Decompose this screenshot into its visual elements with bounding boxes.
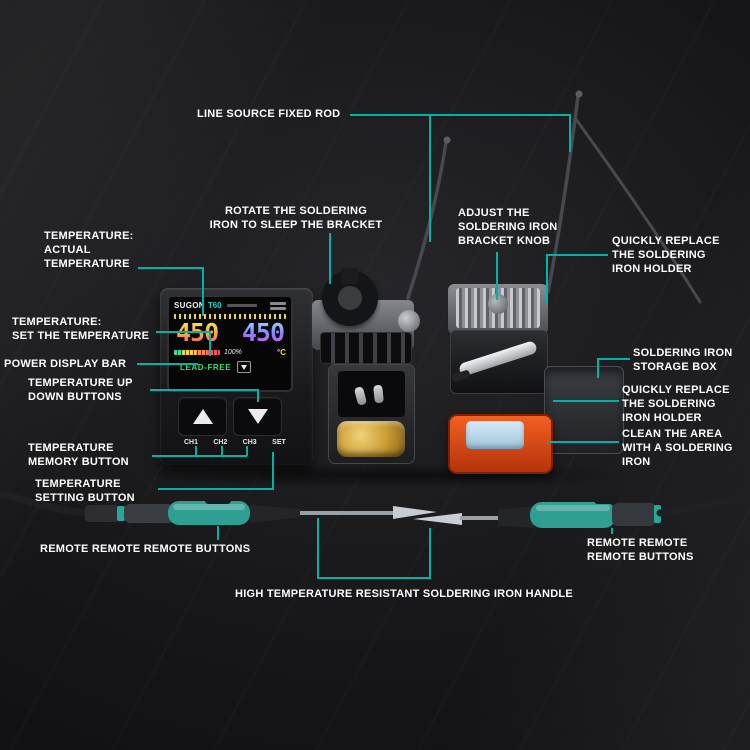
label-temperature-setting: TEMPERATURE SETTING BUTTON bbox=[35, 478, 135, 505]
channel-button-labels: CH1 CH2 CH3 SET bbox=[178, 439, 292, 446]
center-storage-box bbox=[328, 364, 415, 464]
fixed-rod-2-tip bbox=[575, 90, 583, 98]
leader-lines bbox=[137, 114, 630, 579]
soldering-iron-storage-box bbox=[544, 366, 624, 454]
leader-temp-actual bbox=[138, 267, 204, 316]
bracket-knob bbox=[398, 310, 420, 332]
left-iron-grip bbox=[168, 501, 250, 525]
right-iron-rear bbox=[612, 503, 656, 526]
product-shadow bbox=[140, 462, 640, 488]
label-quick-replace-holder-right: QUICKLY REPLACE THE SOLDERING IRON HOLDE… bbox=[622, 384, 730, 425]
right-iron-shaft bbox=[460, 516, 500, 520]
leader-line-source-b bbox=[430, 114, 571, 152]
temperature-buttons bbox=[178, 397, 282, 436]
actual-temperature-right: 450 bbox=[241, 318, 285, 347]
bracket-comb bbox=[320, 332, 412, 364]
leader-iron-handle bbox=[317, 518, 431, 579]
soldering-station-body: SUGON T60 450 450 100% °C LEAD-FREE bbox=[160, 288, 313, 465]
storage-box-opening bbox=[338, 371, 405, 417]
label-temperature-up-down: TEMPERATURE UP DOWN BUTTONS bbox=[28, 377, 133, 404]
label-remote-buttons-right: REMOTE REMOTE REMOTE BUTTONS bbox=[587, 537, 694, 564]
label-temperature-set: TEMPERATURE: SET THE TEMPERATURE bbox=[12, 316, 150, 343]
right-iron-cone bbox=[498, 506, 534, 528]
soldering-iron-sleep-bracket bbox=[322, 268, 378, 326]
down-arrow-icon bbox=[247, 409, 268, 424]
left-iron-blade-tip bbox=[393, 506, 437, 519]
left-iron-remote-buttons[interactable] bbox=[205, 497, 231, 504]
right-iron-remote-buttons[interactable] bbox=[594, 497, 618, 504]
lead-free-row: LEAD-FREE bbox=[174, 361, 286, 374]
power-row: 100% °C bbox=[174, 348, 286, 357]
leader-setting-button bbox=[158, 452, 274, 490]
label-quick-replace-holder-top: QUICKLY REPLACE THE SOLDERING IRON HOLDE… bbox=[612, 235, 720, 276]
label-remote-buttons-left: REMOTE REMOTE REMOTE BUTTONS bbox=[40, 543, 251, 555]
leader-quick-replace-top bbox=[546, 254, 608, 303]
display-corner-text bbox=[270, 301, 286, 310]
label-iron-handle: HIGH TEMPERATURE RESISTANT SOLDERING IRO… bbox=[235, 588, 573, 600]
sleep-indicator bbox=[237, 361, 252, 374]
temperature-down-button[interactable] bbox=[233, 397, 282, 436]
ch3-button-label[interactable]: CH3 bbox=[242, 439, 257, 446]
temperature-tick-scale bbox=[174, 314, 286, 319]
left-iron-band bbox=[117, 506, 125, 521]
leader-storage-box bbox=[597, 358, 630, 378]
label-temperature-memory: TEMPERATURE MEMORY BUTTON bbox=[28, 442, 129, 469]
label-storage-box: SOLDERING IRON STORAGE BOX bbox=[633, 347, 733, 374]
right-soldering-iron bbox=[413, 490, 750, 528]
left-iron-rear bbox=[124, 504, 174, 523]
left-iron-connector bbox=[85, 505, 119, 522]
left-iron-shaft bbox=[300, 511, 395, 515]
model-text: T60 bbox=[207, 301, 222, 310]
left-iron-cone bbox=[250, 505, 300, 523]
set-button-label[interactable]: SET bbox=[272, 439, 286, 446]
fixed-rod-1-tip bbox=[443, 136, 451, 144]
up-arrow-icon bbox=[192, 409, 213, 424]
station-display: SUGON T60 450 450 100% °C LEAD-FREE bbox=[167, 295, 293, 392]
lead-free-text: LEAD-FREE bbox=[180, 362, 232, 372]
serial-text-bar bbox=[226, 304, 257, 307]
leader-updown-buttons bbox=[150, 389, 259, 402]
cleaning-area-pad bbox=[448, 414, 553, 474]
left-iron-grip-highlight bbox=[173, 504, 245, 510]
right-iron-grip-highlight bbox=[536, 505, 610, 511]
ch1-button-label[interactable]: CH1 bbox=[183, 439, 198, 446]
brass-wool-cleaner bbox=[337, 421, 405, 457]
power-display-bar bbox=[174, 350, 220, 356]
right-iron-blade-tip bbox=[413, 513, 462, 525]
left-soldering-iron bbox=[0, 490, 437, 525]
label-power-display-bar: POWER DISPLAY BAR bbox=[4, 358, 127, 370]
label-line-source-fixed-rod: LINE SOURCE FIXED ROD bbox=[197, 108, 341, 120]
down-arrow-icon bbox=[241, 364, 248, 370]
cleaning-sponge bbox=[466, 421, 524, 449]
fixed-rod-3 bbox=[573, 116, 702, 304]
label-temperature-actual: TEMPERATURE: ACTUAL TEMPERATURE bbox=[44, 230, 134, 271]
right-iron-cable bbox=[656, 490, 750, 517]
brand-text: SUGON bbox=[174, 301, 205, 310]
ch2-button-label[interactable]: CH2 bbox=[213, 439, 228, 446]
right-iron-grip bbox=[530, 502, 616, 528]
display-header: SUGON T60 bbox=[174, 301, 286, 310]
bracket-adjust-knob bbox=[488, 294, 508, 314]
label-rotate-sleep-bracket: ROTATE THE SOLDERING IRON TO SLEEP THE B… bbox=[209, 205, 383, 232]
leader-temp-set bbox=[156, 331, 211, 356]
temperature-up-button[interactable] bbox=[178, 397, 227, 436]
label-adjust-bracket-knob: ADJUST THE SOLDERING IRON BRACKET KNOB bbox=[458, 207, 558, 248]
power-percent-text: 100% bbox=[224, 349, 242, 357]
temperature-unit-text: °C bbox=[277, 348, 286, 358]
label-clean-area: CLEAN THE AREA WITH A SOLDERING IRON bbox=[622, 428, 733, 469]
left-iron-cable bbox=[0, 490, 94, 517]
